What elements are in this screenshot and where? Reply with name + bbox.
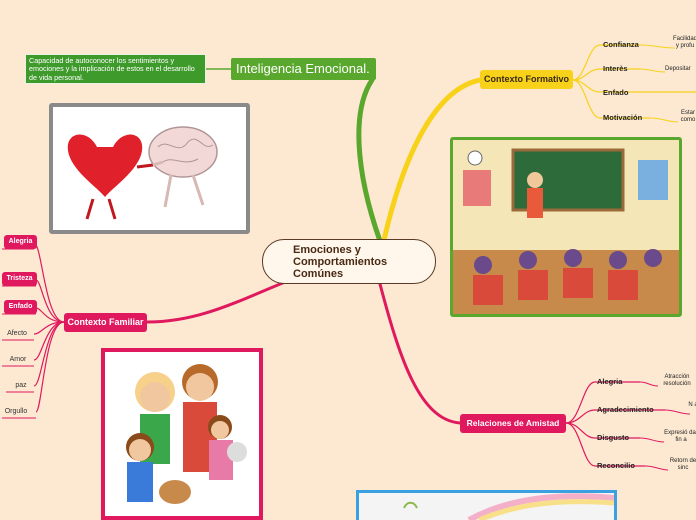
amistad-note-disgusto[interactable]: Expresió dar fin a <box>663 430 696 444</box>
contexto-familiar-node[interactable]: Contexto Familiar <box>64 313 147 332</box>
rainbow-image[interactable] <box>356 490 617 520</box>
formativo-item-motivacion[interactable]: Motivación <box>603 113 642 122</box>
familiar-item-orgullo[interactable]: Orgullo <box>0 405 32 419</box>
amistad-item-alegria[interactable]: Alegria <box>597 377 622 386</box>
familiar-item-amor[interactable]: Amor <box>4 353 32 367</box>
central-topic[interactable]: Emociones y Comportamientos Comúnes <box>262 239 436 284</box>
formativo-note-text: Facilidad y profu <box>672 36 696 49</box>
familiar-item-label: Amor <box>9 356 27 363</box>
amistad-item-label: Disgusto <box>597 433 630 442</box>
formativo-item-label: Confianza <box>603 40 639 49</box>
amistad-note-agradecimiento[interactable]: N a <box>688 402 696 409</box>
formativo-note-motivacion[interactable]: Estar como <box>678 110 696 124</box>
formativo-note-text: Depositar <box>665 66 691 72</box>
contexto-formativo-label: Contexto Formativo <box>483 74 569 84</box>
classroom-illustration <box>453 140 679 314</box>
formativo-item-label: Enfado <box>603 88 629 97</box>
amistad-item-disgusto[interactable]: Disgusto <box>597 433 629 442</box>
family-illustration <box>126 364 247 504</box>
amistad-item-label: Alegria <box>597 377 623 386</box>
formativo-item-interes[interactable]: Interès <box>603 64 628 73</box>
amistad-note-text: Expresió dar fin a <box>664 430 696 443</box>
relaciones-amistad-label: Relaciones de Amistad <box>466 418 560 428</box>
familiar-item-afecto[interactable]: Afecto <box>2 327 32 341</box>
contexto-formativo-node[interactable]: Contexto Formativo <box>480 70 573 89</box>
central-topic-label: Emociones y Comportamientos Comúnes <box>293 244 388 280</box>
amistad-note-text: N a <box>688 402 696 408</box>
amistad-item-label: Agradecimiento <box>597 405 654 414</box>
familiar-item-label: paz <box>15 382 27 389</box>
heart-brain-illustration <box>67 126 218 220</box>
familiar-item-enfado[interactable]: Enfado <box>4 300 37 314</box>
amistad-note-alegria[interactable]: Atracción resolución <box>657 374 696 388</box>
amistad-note-reconcilio[interactable]: Retorn de sinc <box>668 458 696 472</box>
familiar-item-label: Afecto <box>7 330 27 337</box>
inteligencia-emocional-description[interactable]: Capacidad de autoconocer los sentimiento… <box>25 54 206 84</box>
relaciones-amistad-node[interactable]: Relaciones de Amistad <box>460 414 566 433</box>
amistad-item-reconcilio[interactable]: Reconcilio <box>597 461 635 470</box>
inteligencia-emocional-label: Inteligencia Emocional. <box>236 61 370 76</box>
formativo-item-label: Motivación <box>603 113 643 122</box>
familiar-item-paz[interactable]: paz <box>10 379 32 393</box>
inteligencia-emocional-node[interactable]: Inteligencia Emocional. <box>231 58 376 80</box>
rainbow-illustration <box>403 493 615 520</box>
formativo-item-label: Interès <box>603 64 628 73</box>
amistad-item-agradecimiento[interactable]: Agradecimiento <box>597 405 654 414</box>
amistad-note-text: Atracción resolución <box>663 374 691 387</box>
formativo-note-interes[interactable]: Depositar <box>665 66 691 73</box>
formativo-item-confianza[interactable]: Confianza <box>603 40 639 49</box>
heart-brain-image[interactable] <box>49 103 250 234</box>
inteligencia-description-text: Capacidad de autoconocer los sentimiento… <box>29 56 195 82</box>
formativo-note-text: Estar como <box>680 110 696 123</box>
familiar-item-tristeza[interactable]: Tristeza <box>2 272 37 286</box>
familiar-item-alegria[interactable]: Alegria <box>4 235 37 249</box>
classroom-image[interactable] <box>450 137 682 317</box>
formativo-note-confianza[interactable]: Facilidad y profu <box>672 36 696 50</box>
formativo-item-enfado[interactable]: Enfado <box>603 88 628 97</box>
familiar-item-label: Tristeza <box>6 275 33 282</box>
amistad-note-text: Retorn de sinc <box>669 458 696 471</box>
familiar-item-label: Enfado <box>8 303 33 310</box>
familiar-item-label: Alegria <box>8 238 33 245</box>
familiar-item-label: Orgullo <box>4 408 28 415</box>
family-image[interactable] <box>101 348 263 520</box>
contexto-familiar-label: Contexto Familiar <box>67 317 144 327</box>
amistad-item-label: Reconcilio <box>597 461 635 470</box>
